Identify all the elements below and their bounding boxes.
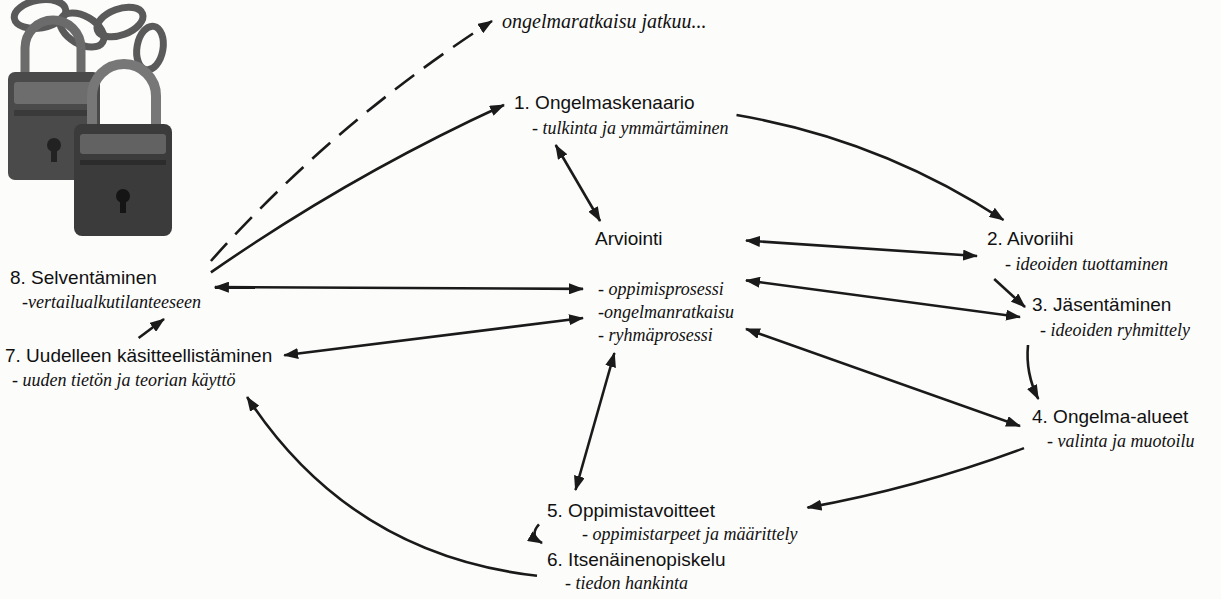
step-label: 6. Itsenäinenopiskelu- tiedon hankinta (545, 547, 728, 595)
flow-arrow (808, 448, 1025, 508)
chain (12, 0, 167, 72)
flow-arrow (746, 329, 1020, 426)
node-heading: ongelmaratkaisu jatkuu... (502, 9, 706, 33)
node-heading: 4. Ongelma-alueet (1032, 405, 1195, 428)
flow-arrow (746, 241, 977, 257)
node-detail: - ideoiden ryhmittely (1040, 319, 1190, 341)
node-detail: - oppimisprosessi (598, 278, 734, 300)
flow-arrow (535, 524, 542, 543)
flow-arrow (737, 115, 1004, 220)
node-detail: - valinta ja muotoilu (1047, 430, 1195, 452)
padlock (74, 64, 172, 236)
flow-arrow (746, 280, 1020, 317)
node-heading: 8. Selventäminen (10, 266, 201, 289)
evaluation-hub: Arviointi - oppimisprosessi-ongelmanratka… (593, 226, 736, 347)
flow-arrow (284, 318, 583, 355)
flow-arrow (994, 279, 1025, 307)
flow-arrow (556, 145, 600, 221)
flow-arrow (247, 397, 537, 576)
node-detail: -ongelmanratkaisu (598, 301, 734, 323)
node-heading: 6. Itsenäinenopiskelu (547, 548, 726, 571)
flow-arrow (211, 105, 504, 272)
node-detail: - tiedon hankinta (565, 572, 726, 594)
dashed-arrow (211, 21, 492, 261)
node-detail: - oppimistarpeet ja määrittely (582, 523, 797, 545)
node-heading: 5. Oppimistavoitteet (547, 499, 797, 522)
continuation-note: ongelmaratkaisu jatkuu... (500, 8, 708, 34)
node-heading: 1. Ongelmaskenaario (514, 91, 728, 114)
flow-arrow (139, 319, 164, 338)
node-heading: 3. Jäsentäminen (1032, 293, 1190, 316)
step-label: 5. Oppimistavoitteet- oppimistarpeet ja … (545, 498, 799, 546)
node-heading: 7. Uudelleen käsitteellistäminen (5, 344, 272, 367)
node-detail: -vertailualkutilanteeseen (22, 291, 201, 313)
node-detail: - ryhmäprosessi (598, 324, 734, 346)
node-detail: - uuden tietön ja teorian käyttö (12, 369, 272, 391)
flow-arrow (215, 287, 583, 289)
flow-arrow (1028, 345, 1039, 399)
step-label: 4. Ongelma-alueet- valinta ja muotoilu (1030, 404, 1197, 453)
node-detail: - ideoiden tuottaminen (1005, 253, 1168, 275)
node-heading: 2. Aivoriihi (987, 227, 1168, 250)
step-label: 3. Jäsentäminen - ideoiden ryhmittely (1030, 292, 1192, 342)
step-label: 8. Selventäminen-vertailualkutilanteesee… (8, 265, 203, 314)
node-heading: Arviointi (595, 227, 734, 250)
step-label: 7. Uudelleen käsitteellistäminen- uuden … (3, 343, 274, 392)
step-label: 2. Aivoriihi - ideoiden tuottaminen (985, 226, 1170, 276)
step-label: 1. Ongelmaskenaario - tulkinta ja ymmärtä… (512, 90, 730, 140)
flow-arrow (576, 353, 615, 490)
node-detail: - tulkinta ja ymmärtäminen (532, 117, 728, 139)
